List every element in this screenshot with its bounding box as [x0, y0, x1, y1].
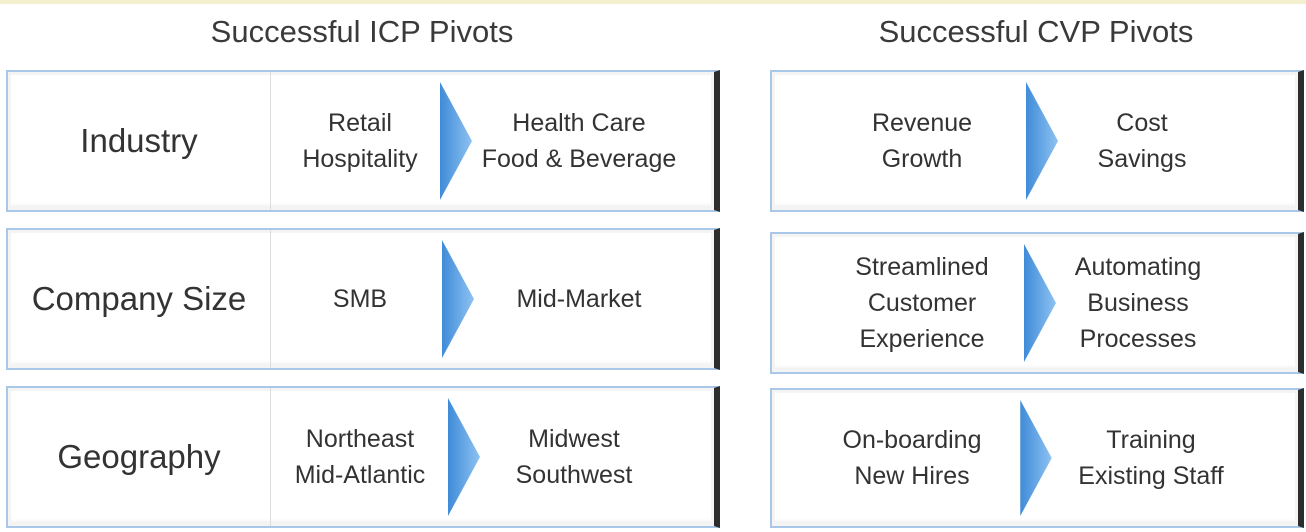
icp-dimension-label: Geography — [8, 388, 271, 526]
pivot-arrow-icon — [440, 82, 472, 200]
cvp-from-value: Streamlined — [855, 253, 989, 281]
pivot-arrow-icon — [442, 240, 474, 358]
icp-from-values: Retail Hospitality — [272, 72, 448, 210]
cvp-from-value: Growth — [881, 145, 963, 173]
top-accent-line — [0, 0, 1306, 4]
icp-from-value: Mid-Atlantic — [294, 461, 426, 489]
cvp-from-value: New Hires — [854, 462, 970, 490]
icp-pivot-row-industry: Industry Retail Hospitality Health Care … — [6, 70, 720, 212]
pivot-arrow-icon — [1020, 400, 1052, 516]
cvp-from-values: On-boarding New Hires — [802, 390, 1022, 526]
icp-from-values: Northeast Mid-Atlantic — [272, 388, 448, 526]
cvp-from-values: Streamlined Customer Experience — [812, 234, 1032, 372]
cvp-pivot-row-3: On-boarding New Hires Training Existing … — [770, 388, 1304, 528]
cvp-to-values: Training Existing Staff — [1054, 390, 1248, 526]
icp-dimension-label: Industry — [8, 72, 271, 210]
icp-to-value: Health Care — [512, 109, 646, 137]
icp-from-values: SMB — [272, 230, 448, 368]
cvp-to-value: Processes — [1079, 325, 1197, 353]
cvp-pivots-title: Successful CVP Pivots — [878, 14, 1194, 49]
icp-pivot-row-company-size: Company Size SMB Mid-Market — [6, 228, 720, 370]
cvp-from-value: Experience — [859, 325, 985, 353]
icp-to-value: Food & Beverage — [481, 145, 677, 173]
icp-to-values: Health Care Food & Beverage — [474, 72, 684, 210]
icp-to-value: Midwest — [528, 425, 620, 453]
cvp-to-value: Business — [1087, 289, 1189, 317]
icp-from-value: Retail — [328, 109, 392, 137]
icp-to-values: Midwest Southwest — [474, 388, 674, 526]
icp-to-value: Southwest — [515, 461, 633, 489]
icp-from-value: Northeast — [305, 425, 415, 453]
pivot-arrow-icon — [1026, 82, 1058, 200]
icp-to-value: Mid-Market — [516, 285, 642, 313]
cvp-to-value: Automating — [1074, 253, 1202, 281]
pivot-arrow-icon — [448, 398, 480, 516]
cvp-from-value: Revenue — [871, 109, 973, 137]
cvp-to-values: Cost Savings — [1052, 72, 1232, 210]
cvp-to-values: Automating Business Processes — [1048, 234, 1228, 372]
cvp-from-values: Revenue Growth — [812, 72, 1032, 210]
cvp-to-value: Existing Staff — [1078, 462, 1224, 490]
icp-pivot-row-geography: Geography Northeast Mid-Atlantic Midwest… — [6, 386, 720, 528]
pivot-arrow-icon — [1024, 244, 1056, 362]
cvp-to-value: Cost — [1116, 109, 1168, 137]
cvp-pivot-row-1: Revenue Growth Cost Savings — [770, 70, 1304, 212]
icp-dimension-label: Company Size — [8, 230, 271, 368]
icp-from-value: SMB — [332, 285, 388, 313]
cvp-from-value: On-boarding — [842, 426, 982, 454]
icp-from-value: Hospitality — [302, 145, 418, 173]
cvp-from-value: Customer — [867, 289, 977, 317]
icp-to-values: Mid-Market — [474, 230, 684, 368]
cvp-to-value: Savings — [1097, 145, 1187, 173]
cvp-pivot-row-2: Streamlined Customer Experience Automati… — [770, 232, 1304, 374]
cvp-to-value: Training — [1106, 426, 1196, 454]
icp-pivots-title: Successful ICP Pivots — [210, 14, 514, 49]
